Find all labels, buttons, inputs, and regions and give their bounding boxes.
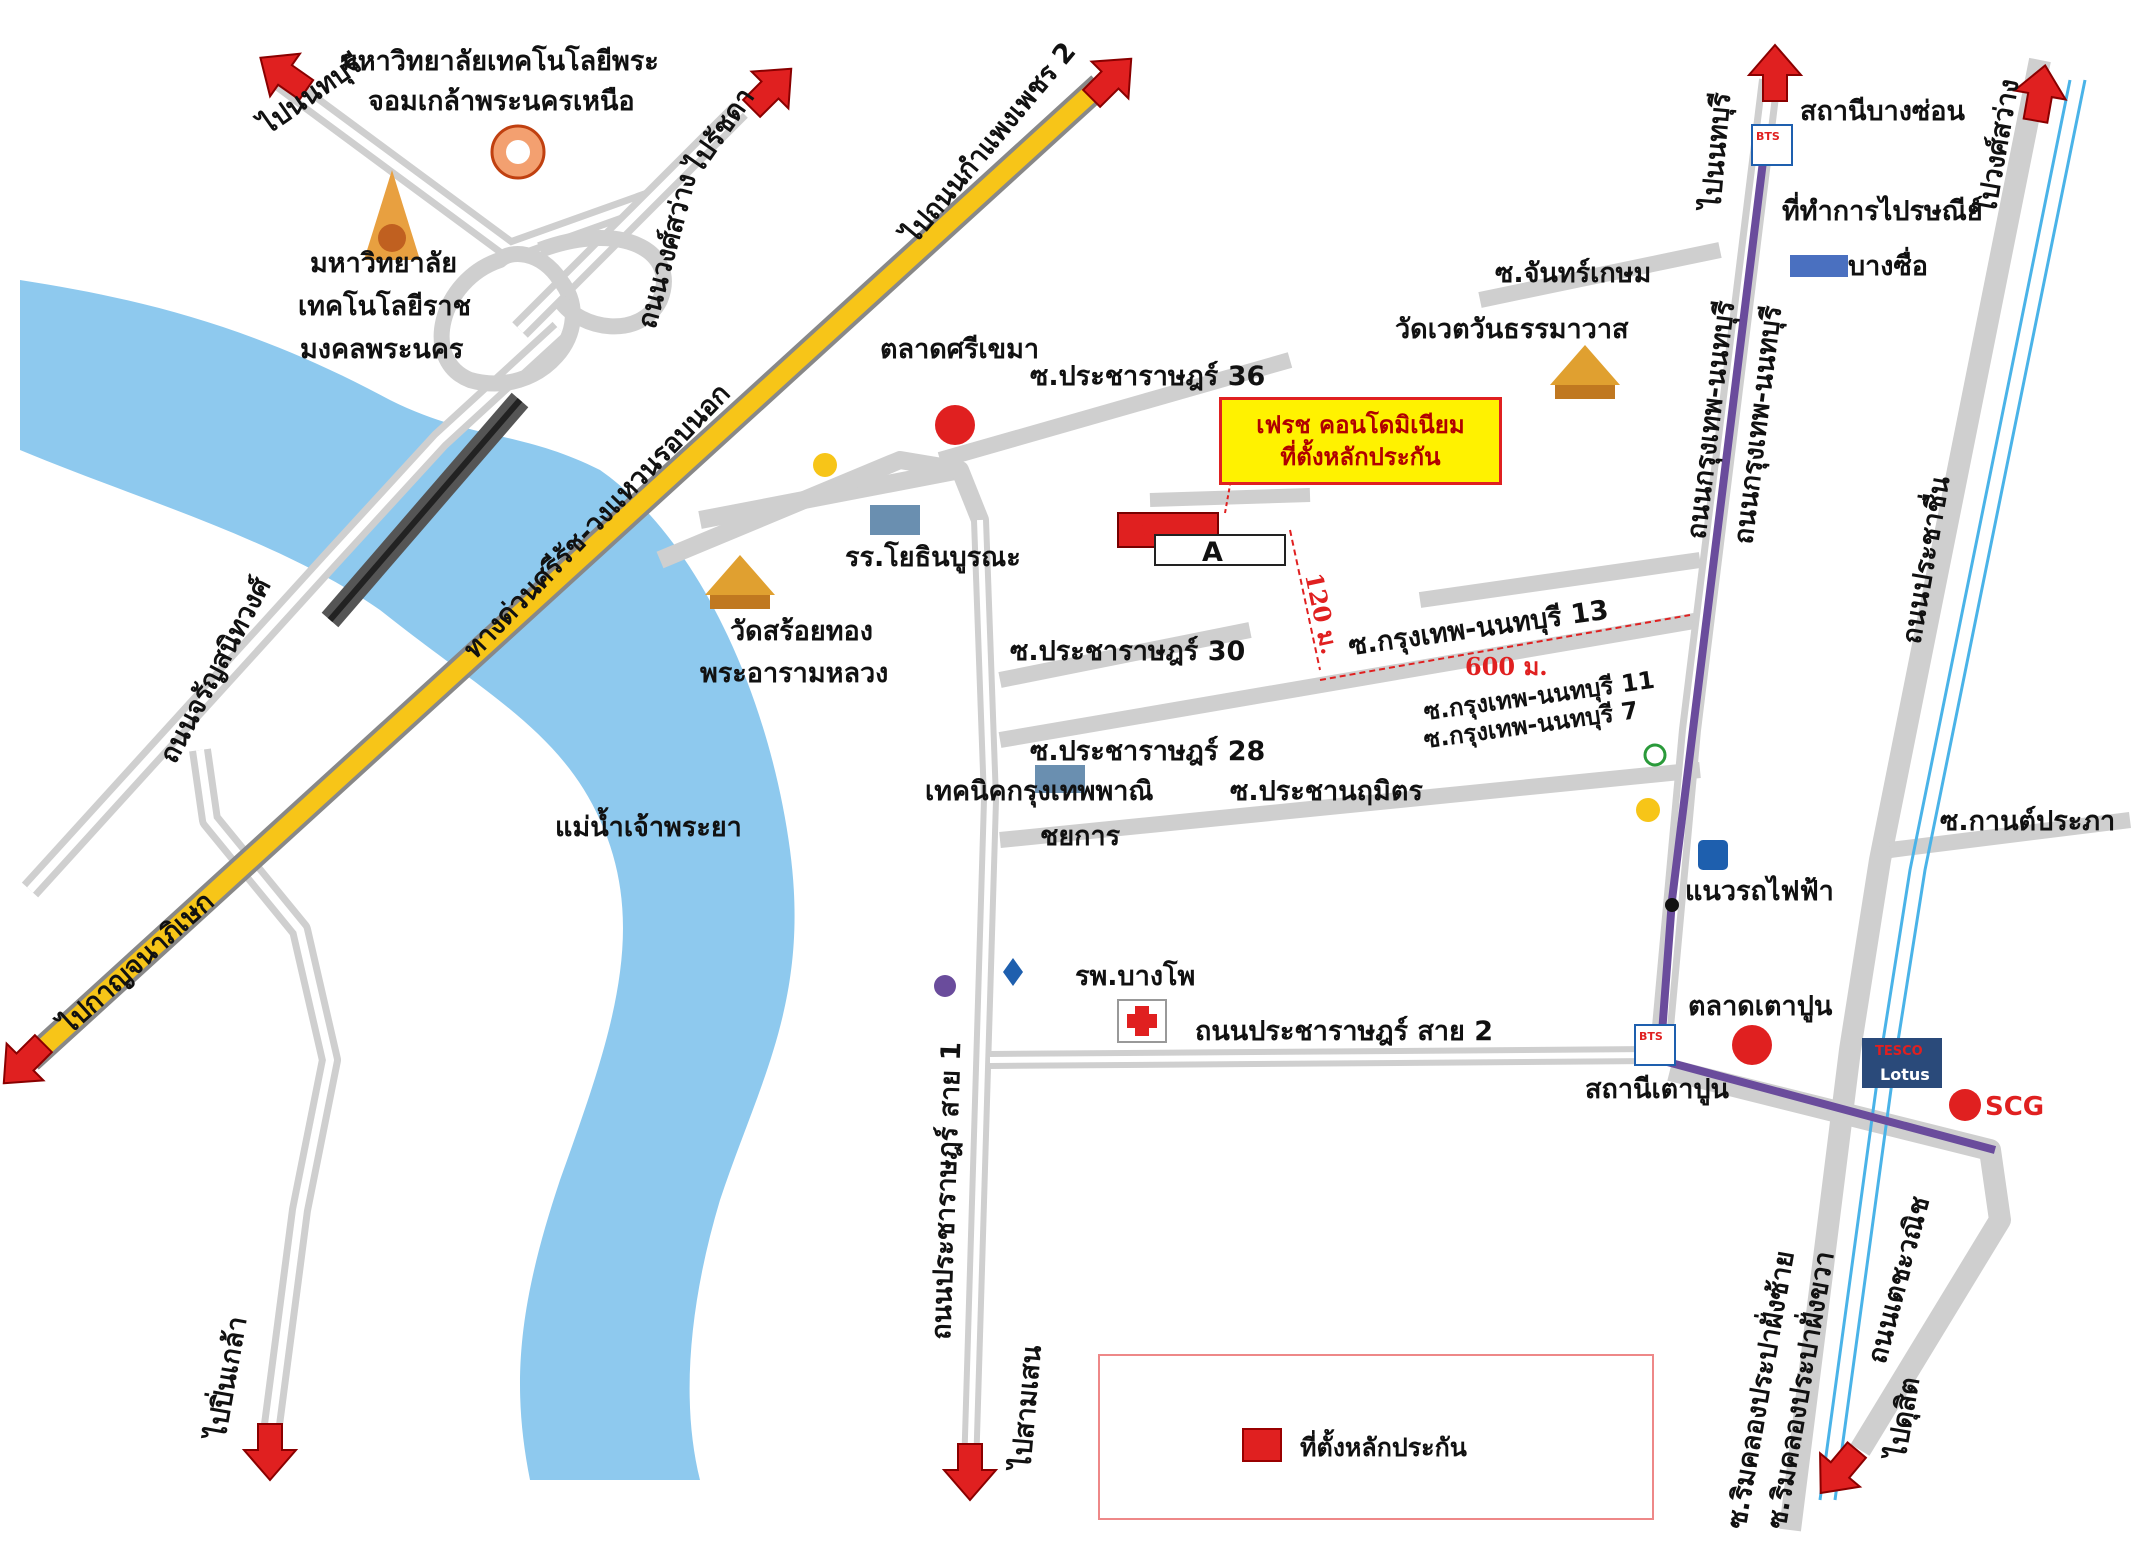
label-post-1: ที่ทำการไปรษณีย์ xyxy=(1782,191,1983,227)
label-charan: ถนนจรัญสนิทวงศ์ xyxy=(153,572,278,769)
label-tech-college-1: เทคนิคกรุงเทพพาณิ xyxy=(925,776,1153,808)
label-wat-soithong-2: พระอารามหลวง xyxy=(700,658,888,689)
scg-icon: SCG xyxy=(1949,1089,2044,1122)
label-to-samsen: ไปสามเสน xyxy=(1005,1343,1048,1473)
bts-line xyxy=(1655,144,1997,1154)
label-soi28: ซ.ประชาราษฎร์ 28 xyxy=(1030,735,1265,767)
expressway xyxy=(21,75,1109,1070)
label-hospital: รพ.บางโพ xyxy=(1075,959,1195,992)
label-rmutp-3: มงคลพระนคร xyxy=(300,334,464,365)
label-rmutp-1: มหาวิทยาลัย xyxy=(310,248,457,279)
label-chankasem: ซ.จันทร์เกษม xyxy=(1495,257,1651,289)
post-office-icon xyxy=(1790,255,1848,277)
label-rmutp-2: เทคโนโลยีราช xyxy=(298,289,471,322)
rmutp-emblem-icon xyxy=(364,170,420,260)
tesco-label: TESCO xyxy=(1875,1044,1923,1059)
plot-b-label: B xyxy=(1126,519,1146,548)
label-river: แม่น้ำเจ้าพระยา xyxy=(555,806,742,843)
hospital-icon xyxy=(1117,999,1167,1043)
site-callout: เฟรช คอนโดมิเนียม ที่ตั้งหลักประกัน xyxy=(1219,397,1502,485)
label-wat-soithong-1: วัดสร้อยทอง xyxy=(730,616,873,647)
label-station-bangson: สถานีบางซ่อน xyxy=(1800,96,1965,127)
label-school: รร.โยธินบูรณะ xyxy=(845,540,1021,574)
label-kanprapha: ซ.กานต์ประภา xyxy=(1940,805,2115,837)
bts-station-icon: BTS BTS xyxy=(1634,124,1793,1066)
bank-icon xyxy=(813,453,1667,997)
bts-badge-taopoon: BTS xyxy=(1639,1030,1663,1043)
distance-120: 120 ม. xyxy=(1299,570,1345,657)
label-prachanaruemit: ซ.ประชานฤมิตร xyxy=(1230,776,1423,807)
legend-swatch xyxy=(1242,1428,1282,1462)
train-icon xyxy=(1698,840,1728,870)
site-plots: B A xyxy=(1117,484,1286,568)
scg-label: SCG xyxy=(1985,1092,2044,1122)
label-to-ratchada: ไปรัชดา xyxy=(678,82,761,182)
callout-line2: ที่ตั้งหลักประกัน xyxy=(1280,443,1441,471)
label-to-kanchana: ไปกาญจนาภิเษก xyxy=(51,885,220,1042)
label-post-2: บางซื่อ xyxy=(1848,246,1928,282)
left-road-network xyxy=(21,71,1722,1471)
label-to-pinklao: ไปปิ่นเกล้า xyxy=(196,1313,253,1444)
lotus-label: Lotus xyxy=(1880,1065,1930,1084)
callout-line1: เฟรช คอนโดมิเนียม xyxy=(1256,411,1465,439)
arrow-pinklao xyxy=(243,1423,297,1481)
kmutnb-seal-icon xyxy=(490,124,546,180)
distance-markers: 120 ม. 600 ม. xyxy=(1289,529,1691,681)
label-kmutnb-1: มหาวิทยาลัยเทคโนโลยีพระ xyxy=(340,44,659,77)
distance-600: 600 ม. xyxy=(1465,652,1548,681)
school-icon xyxy=(870,505,1085,793)
label-station-taopoon: สถานีเตาปูน xyxy=(1585,1074,1730,1106)
chao-phraya-river xyxy=(20,280,795,1480)
market-icon xyxy=(935,405,1772,1065)
arrow-nonthaburi-ne xyxy=(1748,44,1802,102)
tesco-lotus-icon: TESCO Lotus xyxy=(1862,1038,1942,1088)
bts-badge-bangson: BTS xyxy=(1756,130,1780,143)
label-talat-sikhema: ตลาดศรีเขมา xyxy=(880,334,1039,365)
label-kmutnb-2: จอมเกล้าพระนครเหนือ xyxy=(368,86,635,117)
legend-label: ที่ตั้งหลักประกัน xyxy=(1300,1433,1467,1462)
label-wat-wetwan: วัดเวตวันธรรมาวาส xyxy=(1395,314,1629,345)
label-soi36: ซ.ประชาราษฎร์ 36 xyxy=(1030,360,1265,392)
label-soi30: ซ.ประชาราษฎร์ 30 xyxy=(1010,635,1245,667)
label-pracharat1: ถนนประชาราษฎร์ สาย 1 xyxy=(925,1041,967,1340)
label-to-nonthaburi-ne: ไปนนทบุรี xyxy=(1695,91,1738,214)
label-rail-line: แนวรถไฟฟ้า xyxy=(1685,875,1834,907)
label-talat-taopoon: ตลาดเตาปูน xyxy=(1688,991,1833,1023)
arrow-samsen xyxy=(943,1443,997,1501)
label-pracharat2: ถนนประชาราษฎร์ สาย 2 xyxy=(1195,1015,1493,1047)
bridge xyxy=(321,392,529,628)
legend-box: ที่ตั้งหลักประกัน xyxy=(1098,1354,1654,1520)
label-tech-college-2: ชยการ xyxy=(1040,821,1121,852)
temple-icon xyxy=(705,345,1620,609)
plot-a-label: A xyxy=(1202,537,1223,568)
